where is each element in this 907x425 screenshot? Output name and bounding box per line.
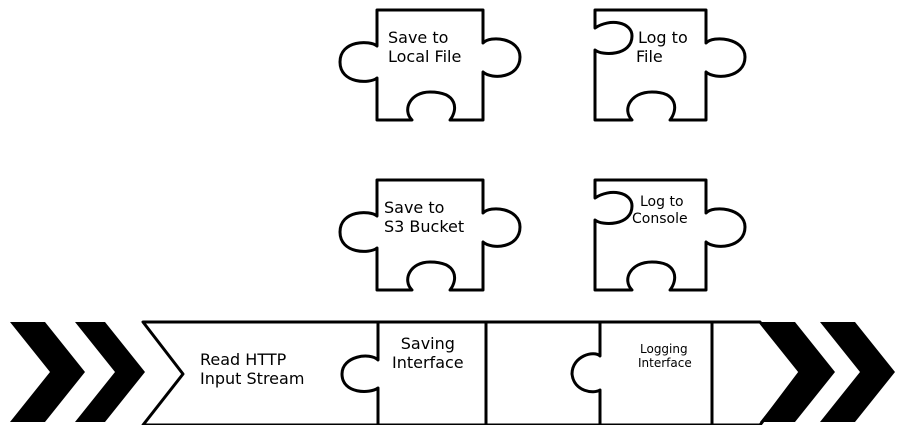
save-s3-piece bbox=[338, 178, 522, 292]
save-s3-label: Save to S3 Bucket bbox=[384, 198, 464, 236]
pipeline-connector bbox=[484, 320, 602, 425]
log-file-piece bbox=[593, 8, 747, 122]
input-stream-line2: Input Stream bbox=[200, 369, 305, 389]
log-file-line2: File bbox=[636, 47, 663, 67]
log-file-label: Log to File bbox=[612, 28, 688, 66]
output-chevrons bbox=[760, 322, 895, 422]
saving-interface-line2: Interface bbox=[392, 353, 464, 373]
log-console-line1: Log to bbox=[640, 194, 684, 210]
chevron-left-1 bbox=[10, 322, 85, 422]
log-console-label: Log to Console bbox=[632, 194, 688, 228]
logging-interface-line1: Logging bbox=[640, 342, 688, 356]
chevron-left-2 bbox=[75, 322, 145, 422]
chevron-right-2 bbox=[820, 322, 895, 422]
save-local-line2: Local File bbox=[388, 47, 462, 67]
log-console-piece bbox=[593, 178, 747, 292]
save-local-line1: Save to bbox=[388, 28, 449, 47]
saving-interface-label: Saving Interface bbox=[392, 334, 464, 372]
input-stream-line1: Read HTTP bbox=[200, 350, 287, 369]
log-console-line2: Console bbox=[632, 210, 688, 227]
logging-interface-label: Logging Interface bbox=[638, 342, 692, 371]
log-file-line1: Log to bbox=[638, 28, 688, 47]
input-stream-label: Read HTTP Input Stream bbox=[200, 350, 304, 388]
logging-interface-line2: Interface bbox=[638, 356, 692, 371]
saving-interface-line1: Saving bbox=[400, 334, 455, 353]
save-local-piece bbox=[338, 8, 522, 122]
save-s3-line1: Save to bbox=[384, 198, 445, 217]
save-s3-line2: S3 Bucket bbox=[384, 217, 465, 237]
save-local-label: Save to Local File bbox=[388, 28, 461, 66]
pipeline-arrow-body bbox=[141, 320, 402, 425]
chevron-right-1 bbox=[760, 322, 835, 422]
input-chevrons bbox=[10, 322, 145, 422]
